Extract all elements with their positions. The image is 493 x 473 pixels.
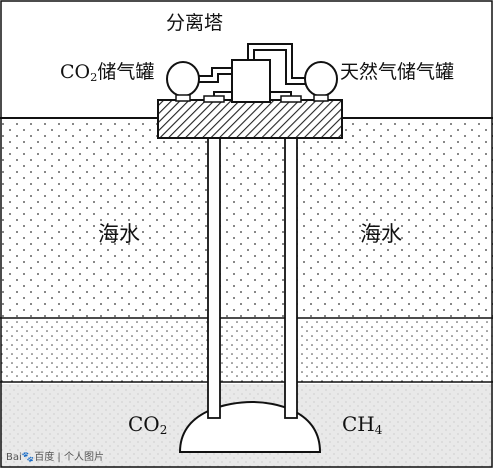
separation-tower-label: 分离塔 — [166, 12, 224, 34]
pipe-tower-to-co2-outer — [198, 67, 232, 77]
pipe-tower-to-gas-inner — [253, 49, 305, 85]
separation-tower — [231, 59, 271, 103]
pipe-left — [207, 99, 221, 419]
sea-layer-upper — [0, 118, 493, 318]
watermark-text: Bai🐾百度 | 个人图片 — [6, 452, 104, 463]
valve-right — [280, 95, 302, 103]
co2-tank-label-prefix: CO — [60, 61, 91, 83]
platform — [157, 99, 343, 139]
co2-storage-tank — [166, 61, 200, 102]
co2-tank-label: CO2储气罐 — [60, 63, 154, 83]
co2-tank-label-sub: 2 — [90, 70, 98, 84]
co2-tank-label-suffix: 储气罐 — [97, 61, 155, 83]
reservoir-ch4-prefix: CH — [342, 412, 375, 436]
reservoir-co2-label: CO2 — [128, 414, 167, 436]
reservoir-ch4-sub: 4 — [374, 423, 383, 437]
pipe-right — [284, 99, 298, 419]
seawater-label-left: 海水 — [98, 222, 140, 246]
pipe-tower-to-co2-inner — [198, 73, 232, 83]
pipe-tower-to-gas-outer — [247, 43, 305, 79]
reservoir-co2-sub: 2 — [159, 423, 168, 437]
reservoir-co2-prefix: CO — [128, 412, 160, 436]
reservoir-ch4-label: CH4 — [342, 414, 382, 436]
natural-gas-storage-tank — [304, 61, 338, 102]
valve-left — [203, 95, 225, 103]
seawater-label-right: 海水 — [360, 222, 402, 246]
natural-gas-tank-label: 天然气储气罐 — [340, 61, 455, 83]
sea-layer-middle — [0, 320, 493, 382]
